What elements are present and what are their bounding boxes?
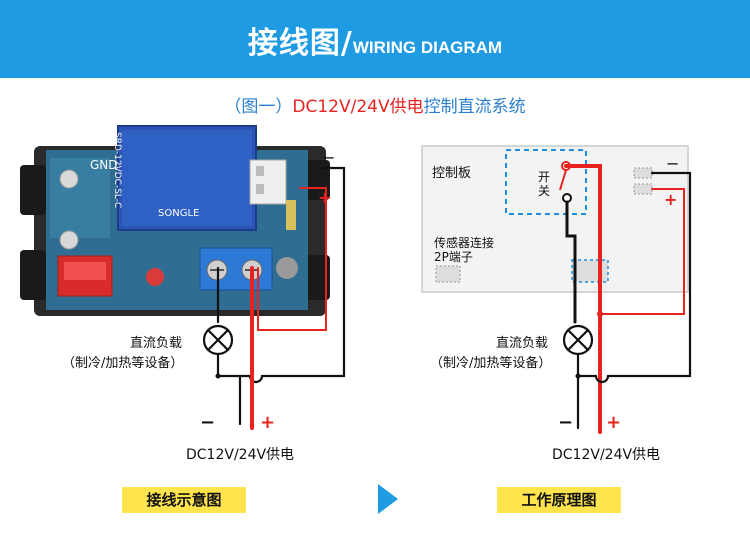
right-supply-plus: + <box>606 412 622 433</box>
relay-brand-text: SONGLE <box>158 208 200 219</box>
header-banner <box>0 0 750 78</box>
right-board-minus: − <box>666 154 680 173</box>
sensor-port-label: 2P端子 <box>434 250 473 264</box>
right-supply-label: DC12V/24V供电 <box>552 447 661 463</box>
board-gnd-label: GND <box>90 158 118 172</box>
switch-label: 开 关 <box>538 170 551 198</box>
left-supply-minus: − <box>200 412 216 433</box>
right-load-label: 直流负载 <box>496 336 549 351</box>
wiring-schematic-caption: 接线示意图 <box>122 487 246 513</box>
diagram-subtitle: （图一）DC12V/24V供电控制直流系统 <box>224 97 526 117</box>
page-title: 接线图/WIRING DIAGRAM <box>247 26 503 61</box>
sensor-connect-label: 传感器连接 <box>434 236 495 250</box>
right-supply-minus: − <box>558 412 574 433</box>
left-load-sublabel: （制冷/加热等设备） <box>62 356 184 371</box>
controller-board-photo <box>20 125 330 316</box>
right-load-sublabel: （制冷/加热等设备） <box>430 356 552 371</box>
next-arrow-icon <box>378 484 398 514</box>
left-wiring <box>202 166 346 430</box>
left-board-minus: − <box>322 148 336 167</box>
right-wiring <box>562 164 692 434</box>
right-control-board <box>421 145 689 293</box>
left-load-label: 直流负载 <box>130 336 183 351</box>
left-board-plus: + <box>318 188 332 207</box>
working-principle-caption: 工作原理图 <box>497 487 621 513</box>
relay-model-text: SRD-12VDC-SL-C <box>112 132 122 209</box>
right-board-plus: + <box>664 190 678 209</box>
control-board-label: 控制板 <box>432 166 472 181</box>
left-supply-plus: + <box>260 412 276 433</box>
left-supply-label: DC12V/24V供电 <box>186 447 295 463</box>
